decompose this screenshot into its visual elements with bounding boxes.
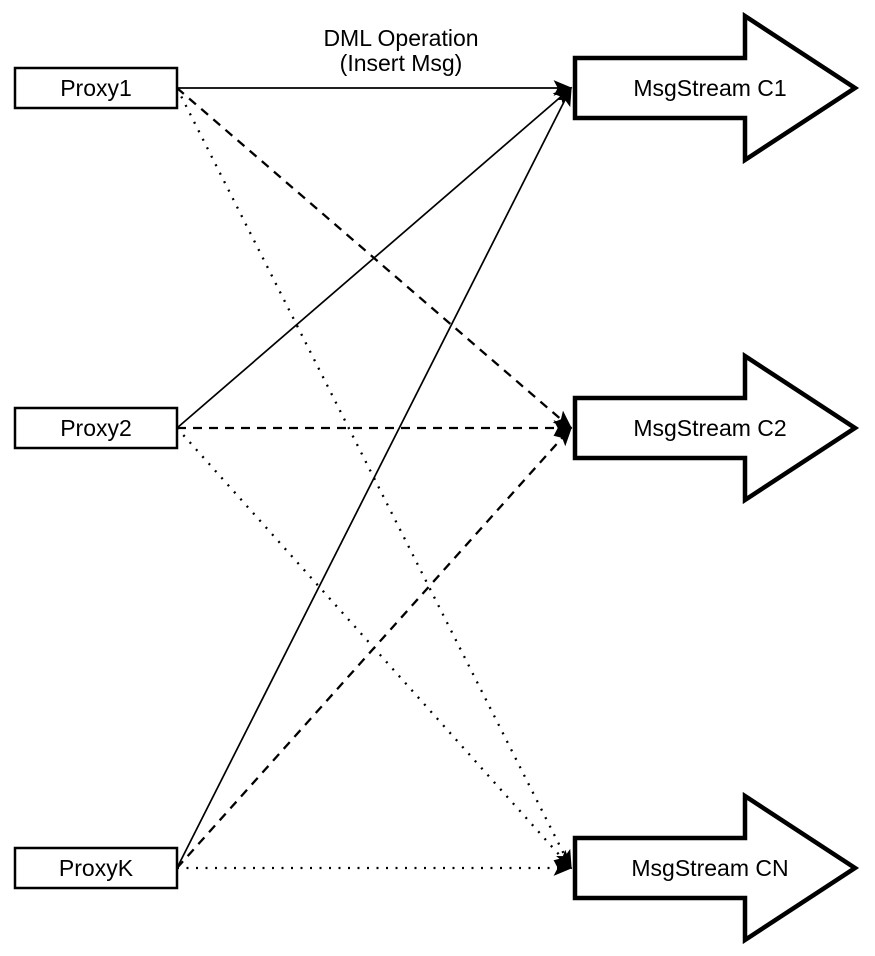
proxy1-label: Proxy1 [60,75,132,101]
msgstream-cn-arrow-shape [572,791,860,945]
proxy2-box [13,406,179,450]
proxyk-box [13,846,179,890]
diagram-title-line2: (Insert Msg) [340,50,463,76]
edge-proxyk-to-c2 [176,426,573,869]
node-msgstream-c2: MsgStream C2 [572,351,860,505]
node-proxyk: ProxyK [13,846,179,890]
node-proxy1: Proxy1 [13,66,179,110]
edge-proxy2-to-c1 [176,86,573,429]
msgstream-c1-arrow-shape [572,11,860,165]
msgstream-c2-arrow-shape [572,351,860,505]
diagram-title-line1: DML Operation [323,25,478,51]
msgstream-c2-label: MsgStream C2 [633,415,786,441]
msgstream-cn-label: MsgStream CN [631,855,788,881]
proxyk-label: ProxyK [59,855,134,881]
node-msgstream-cn: MsgStream CN [572,791,860,945]
msgstream-c1-label: MsgStream C1 [633,75,786,101]
proxy2-label: Proxy2 [60,415,132,441]
node-msgstream-c1: MsgStream C1 [572,11,860,165]
node-proxy2: Proxy2 [13,406,179,450]
edges-layer [175,80,573,876]
edge-proxyk-to-c1 [176,86,572,869]
proxy1-box [13,66,179,110]
